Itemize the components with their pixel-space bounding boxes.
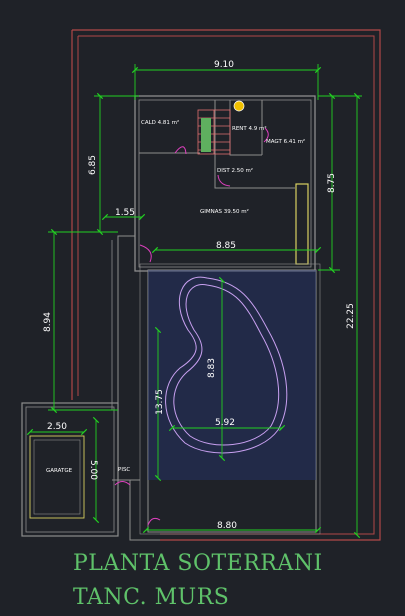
- dim-garage-height: 5.00: [88, 460, 98, 480]
- dim-garage-width: 2.50: [47, 422, 67, 432]
- dim-left-lower: 8.94: [43, 312, 53, 332]
- room-label-gimnas: GIMNAS 39.50 m²: [200, 208, 249, 215]
- dim-pool-left-height: 13.75: [155, 389, 165, 415]
- garage-bay: [29, 435, 85, 519]
- room-label-rent: RENT 4.9 m²: [232, 125, 267, 132]
- dim-top-width: 9.10: [214, 60, 234, 70]
- dim-right-height: 8.75: [327, 173, 337, 193]
- outer-walls: [21, 29, 381, 541]
- room-label-garatge: GARATGE: [46, 468, 73, 474]
- dim-total-height: 22.25: [346, 303, 356, 329]
- dim-left-height: 6.85: [88, 155, 98, 175]
- room-label-cald: CALD 4.81 m²: [141, 119, 179, 126]
- column-marker-icon: [233, 100, 245, 112]
- dim-bottom-width: 8.80: [217, 521, 237, 531]
- room-label-pisc: PISC: [118, 467, 130, 473]
- staircase: [197, 109, 231, 155]
- room-label-dist: DIST 2.50 m²: [217, 167, 253, 174]
- pool-outline: [165, 276, 288, 454]
- dim-pool-width: 5.92: [215, 418, 235, 428]
- plan-title: PLANTA SOTERRANI: [73, 551, 323, 576]
- doors: [114, 127, 269, 526]
- dimension-lines: [26, 64, 362, 539]
- dim-short-width: 1.55: [115, 208, 135, 218]
- plan-subtitle: TANC. MURS: [73, 585, 229, 610]
- dim-mid-width: 8.85: [216, 241, 236, 251]
- room-label-magt: MAGT 6.41 m²: [266, 138, 305, 145]
- dim-pool-height: 8.83: [207, 358, 217, 378]
